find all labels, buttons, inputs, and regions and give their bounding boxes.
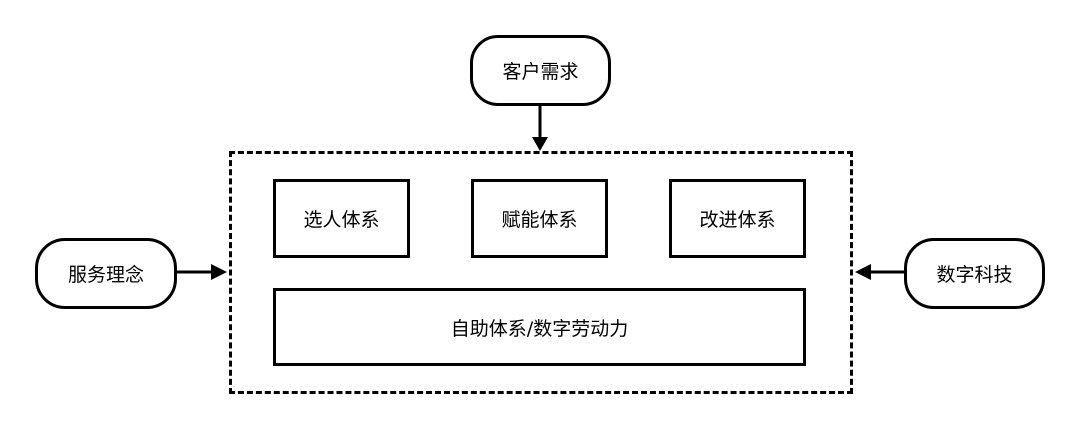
selection-system-box: 选人体系: [273, 179, 410, 258]
improvement-system-box: 改进体系: [669, 179, 806, 258]
self-service-system-box: 自助体系/数字劳动力: [273, 288, 806, 366]
arrowhead-left: [855, 264, 871, 280]
arrowhead-down: [532, 137, 548, 151]
digital-technology-label: 数字科技: [936, 264, 1013, 286]
improvement-system-label: 改进体系: [699, 209, 776, 231]
self-service-system-label: 自助体系/数字劳动力: [450, 317, 629, 340]
system-container: [229, 151, 853, 394]
empowerment-system-box: 赋能体系: [471, 179, 608, 258]
selection-system-label: 选人体系: [303, 209, 380, 231]
arrowhead-right: [211, 264, 227, 280]
empowerment-system-label: 赋能体系: [501, 209, 578, 231]
digital-technology-node: 数字科技: [904, 238, 1045, 309]
customer-demand-node: 客户需求: [470, 35, 611, 106]
customer-demand-label: 客户需求: [502, 61, 579, 83]
service-concept-node: 服务理念: [35, 238, 177, 309]
service-concept-label: 服务理念: [67, 264, 144, 286]
